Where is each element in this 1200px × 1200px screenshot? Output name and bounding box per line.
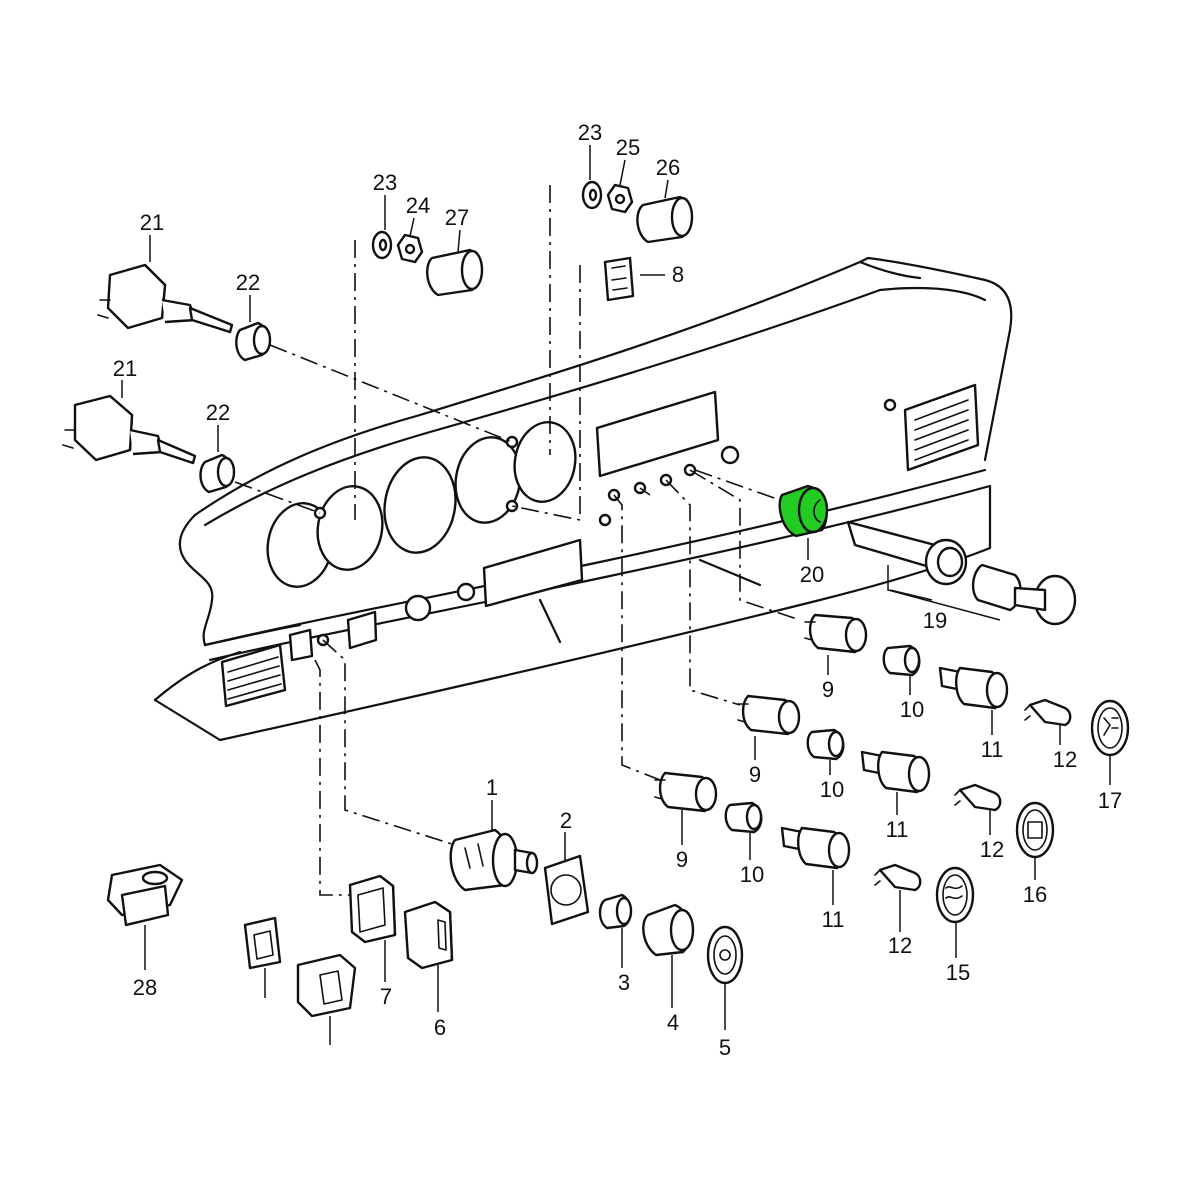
part-24-knob	[636, 195, 694, 244]
part-25-knob	[426, 248, 484, 297]
part-10-sleeve	[882, 644, 921, 677]
part-17-lighter-housing	[778, 484, 829, 538]
callout-24[interactable]: 26	[656, 155, 680, 180]
part-12-bulb	[1024, 698, 1072, 727]
callout-17[interactable]: 20	[800, 562, 824, 587]
callout-10-mid[interactable]: 10	[820, 777, 844, 802]
part-19-switch	[97, 263, 234, 334]
part-6-rocker-switch	[403, 900, 454, 970]
callout-labels: 21 21 22 22 23 24 27 23 25 26 8 20 19 9 …	[113, 120, 1122, 1060]
callout-12-bottom[interactable]: 12	[888, 933, 912, 958]
part-11-knob	[860, 750, 931, 794]
callout-20[interactable]: 21	[113, 356, 137, 381]
part-9-switch	[737, 694, 801, 736]
part-12-bulb	[874, 863, 922, 892]
callout-14[interactable]: 16	[1023, 882, 1047, 907]
callout-6[interactable]: 6	[434, 1015, 446, 1040]
part-15-symbol-cap	[1090, 699, 1130, 757]
callout-19[interactable]: 21	[140, 210, 164, 235]
part-23-nut	[396, 233, 424, 264]
assembly-lines	[234, 185, 801, 896]
callout-11-top[interactable]: 11	[981, 737, 1004, 762]
callout-11-mid[interactable]: 11	[886, 817, 909, 842]
part-21-bushing	[235, 321, 272, 362]
callout-21-upper[interactable]: 22	[236, 270, 260, 295]
part-1-pull-switch	[449, 828, 539, 892]
callout-13[interactable]: 15	[946, 960, 970, 985]
part-8-switch	[603, 256, 635, 302]
callout-25[interactable]: 27	[445, 205, 469, 230]
part-9-switch	[804, 613, 868, 654]
part-7-rocker-switch	[348, 874, 397, 944]
part-11-knob	[780, 826, 851, 870]
callout-9-mid[interactable]: 9	[749, 762, 761, 787]
callout-4[interactable]: 4	[667, 1010, 679, 1035]
callout-7[interactable]: 7	[380, 984, 392, 1009]
part-5-symbol-cap	[706, 925, 744, 985]
dashboard-panel	[153, 256, 1013, 742]
callout-11-bottom[interactable]: 11	[822, 907, 845, 932]
callout-22-right[interactable]: 23	[578, 120, 602, 145]
part-10-sleeve	[724, 801, 763, 834]
part-20-switch	[62, 394, 197, 465]
callout-5[interactable]: 5	[719, 1035, 731, 1060]
part-16-cigarette-lighter	[846, 520, 1077, 626]
callout-8[interactable]: 8	[672, 262, 684, 287]
callout-23-right[interactable]: 25	[616, 135, 640, 160]
part-23-nut	[606, 183, 634, 214]
callout-9-top[interactable]: 9	[822, 677, 834, 702]
callout-23-left[interactable]: 24	[406, 193, 430, 218]
callout-1[interactable]: 1	[486, 775, 498, 800]
part-12-bulb	[954, 783, 1002, 812]
part-2-gasket-plate	[543, 854, 590, 926]
part-3-sleeve	[598, 893, 633, 930]
callout-15[interactable]: 17	[1098, 788, 1122, 813]
part-14-symbol-cap	[1015, 801, 1055, 859]
callout-12-mid[interactable]: 12	[980, 837, 1004, 862]
part-9-switch	[654, 771, 718, 813]
callout-10-top[interactable]: 10	[900, 697, 924, 722]
part-26-switch	[106, 863, 184, 927]
callout-leaders	[121, 145, 1111, 1045]
part-11-knob	[938, 666, 1009, 710]
callout-2[interactable]: 2	[560, 808, 572, 833]
part-21-bushing	[199, 453, 236, 494]
callout-12-top[interactable]: 12	[1053, 747, 1077, 772]
callout-16[interactable]: 19	[923, 608, 947, 633]
part-27-rocker-switch	[296, 953, 357, 1018]
part-22-washer	[581, 180, 603, 210]
part-10-sleeve	[806, 728, 845, 761]
callout-10-bottom[interactable]: 10	[740, 862, 764, 887]
callout-3[interactable]: 3	[618, 970, 630, 995]
callout-21-lower[interactable]: 22	[206, 400, 230, 425]
callout-26[interactable]: 28	[133, 975, 157, 1000]
part-13-symbol-cap	[935, 866, 975, 924]
part-28-frame	[243, 916, 282, 970]
part-22-washer	[371, 230, 393, 260]
callout-9-bottom[interactable]: 9	[676, 847, 688, 872]
part-4-bezel-ring	[642, 903, 695, 957]
callout-22-left[interactable]: 23	[373, 170, 397, 195]
